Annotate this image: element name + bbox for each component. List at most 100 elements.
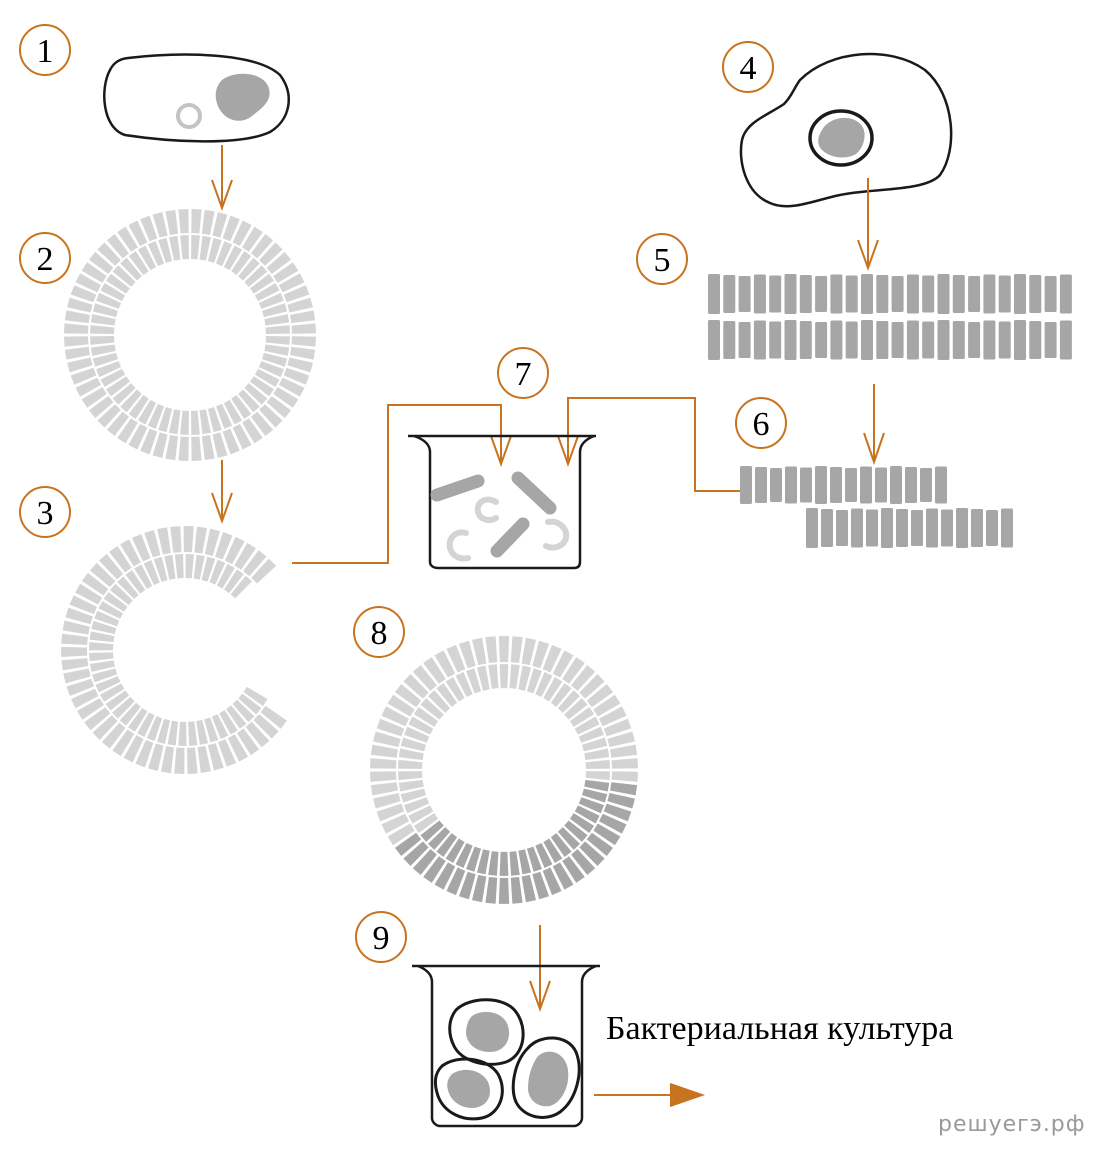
- dna-nucleotide: [1014, 274, 1026, 314]
- plasmid-nucleotide: [610, 782, 638, 796]
- plasmid-nucleotide: [287, 297, 313, 313]
- plasmid-nucleotide: [445, 677, 465, 702]
- plasmid-nucleotide: [262, 303, 288, 318]
- plasmid-nucleotide: [264, 314, 290, 326]
- plasmid-nucleotide: [67, 357, 93, 373]
- plasmid-nucleotide: [550, 683, 572, 707]
- plasmid-nucleotide: [471, 637, 487, 666]
- dna-nucleotide: [861, 320, 873, 360]
- plasmid-nucleotide: [191, 410, 200, 435]
- plasmid-nucleotide: [201, 556, 216, 582]
- plasmid-nucleotide: [75, 583, 103, 605]
- plasmid-nucleotide: [123, 735, 144, 763]
- plasmid-nucleotide: [498, 877, 510, 904]
- plasmid-nucleotide: [485, 876, 498, 904]
- plasmid-nucleotide: [427, 827, 451, 850]
- plasmid-nucleotide: [117, 226, 138, 252]
- plasmid-nucleotide: [204, 717, 219, 743]
- plasmid-nucleotide: [224, 569, 244, 594]
- dna-nucleotide: [911, 510, 923, 546]
- svg-text:4: 4: [740, 50, 757, 87]
- plasmid-nucleotide: [64, 310, 90, 324]
- svg-text:8: 8: [371, 615, 388, 652]
- plasmid-nucleotide: [593, 694, 621, 717]
- dna-nucleotide: [738, 322, 751, 358]
- dna-nucleotide: [830, 320, 843, 360]
- plasmid-nucleotide: [398, 748, 424, 761]
- plasmid-nucleotide: [84, 707, 111, 731]
- plasmid-nucleotide: [178, 721, 187, 746]
- plasmid-nucleotide: [434, 862, 456, 890]
- enzyme-rod: [511, 471, 557, 515]
- plasmid-nucleotide: [381, 813, 409, 834]
- dna-nucleotide: [952, 275, 965, 313]
- plasmid-nucleotide: [109, 546, 132, 573]
- plasmid-nucleotide: [160, 746, 174, 774]
- dna-nucleotide: [708, 320, 720, 360]
- plasmid-nucleotide: [251, 558, 277, 584]
- plasmid-nucleotide: [109, 583, 133, 606]
- plasmid-nucleotide: [290, 346, 316, 360]
- plasmid-nucleotide: [148, 743, 164, 771]
- plasmid-nucleotide: [485, 636, 498, 664]
- plasmid-nucleotide: [571, 849, 596, 875]
- plasmid-nucleotide: [408, 805, 434, 824]
- plasmid-nucleotide: [92, 715, 118, 740]
- plasmid-nucleotide: [398, 771, 423, 781]
- plasmid-nucleotide: [135, 739, 154, 768]
- dna-nucleotide: [708, 274, 720, 314]
- plasmid-nucleotide: [106, 234, 130, 259]
- plasmid-nucleotide: [137, 245, 157, 271]
- plasmid-nucleotide: [488, 851, 499, 876]
- plasmid-nucleotide: [584, 779, 610, 792]
- dna-nucleotide: [845, 468, 857, 502]
- svg-text:1: 1: [37, 33, 54, 70]
- plasmid-nucleotide: [552, 650, 574, 678]
- plasmid-nucleotide: [258, 361, 284, 378]
- enzyme-hook: [474, 496, 499, 523]
- plasmid-nucleotide: [180, 235, 189, 260]
- plasmid-nucleotide: [603, 718, 632, 737]
- plasmid-nucleotide: [400, 737, 426, 752]
- plasmid-nucleotide: [119, 702, 141, 726]
- plasmid-nucleotide: [244, 383, 268, 405]
- plasmid-nucleotide: [140, 215, 158, 242]
- plasmid-nucleotide: [169, 235, 181, 261]
- plasmid-nucleotide: [387, 694, 415, 717]
- dna-nucleotide: [799, 275, 812, 313]
- plasmid-nucleotide: [199, 235, 211, 261]
- plasmid-nucleotide: [89, 395, 114, 419]
- plasmid-nucleotide: [92, 352, 118, 367]
- plasmid-nucleotide: [98, 601, 124, 619]
- plasmid-nucleotide: [398, 759, 423, 769]
- plasmid-nucleotide: [92, 303, 118, 318]
- plasmid-nucleotide: [222, 215, 240, 242]
- transformed-bacterium-icon: [511, 1036, 581, 1119]
- plasmid-nucleotide: [526, 668, 542, 694]
- enzyme-hook: [543, 518, 570, 551]
- plasmid-nucleotide: [446, 644, 466, 673]
- plasmid-nucleotide: [398, 779, 424, 792]
- plasmid-nucleotide: [518, 849, 532, 875]
- plasmid-nucleotide: [420, 820, 444, 842]
- plasmid-nucleotide: [230, 575, 252, 599]
- plasmid-nucleotide: [518, 665, 532, 691]
- plasmid-nucleotide: [455, 672, 473, 698]
- plasmid-nucleotide: [532, 871, 550, 900]
- dna-nucleotide: [998, 275, 1011, 313]
- dna-nucleotide: [815, 466, 827, 504]
- plasmid-nucleotide: [243, 550, 267, 577]
- plasmid-nucleotide: [509, 664, 520, 689]
- plasmid-nucleotide: [254, 282, 280, 302]
- watermark: решуегэ.рф: [938, 1112, 1086, 1137]
- plasmid-nucleotide: [89, 631, 115, 643]
- plasmid-nucleotide: [376, 803, 405, 822]
- plasmid-nucleotide: [262, 352, 288, 367]
- transformed-bacterium-icon: [433, 1057, 504, 1121]
- plasmid-nucleotide: [185, 554, 194, 579]
- plasmid-nucleotide: [218, 739, 237, 767]
- plasmid-nucleotide: [223, 399, 243, 425]
- plasmid-nucleotide: [152, 212, 168, 238]
- plasmid-nucleotide: [579, 841, 605, 866]
- plasmid-nucleotide: [578, 797, 605, 814]
